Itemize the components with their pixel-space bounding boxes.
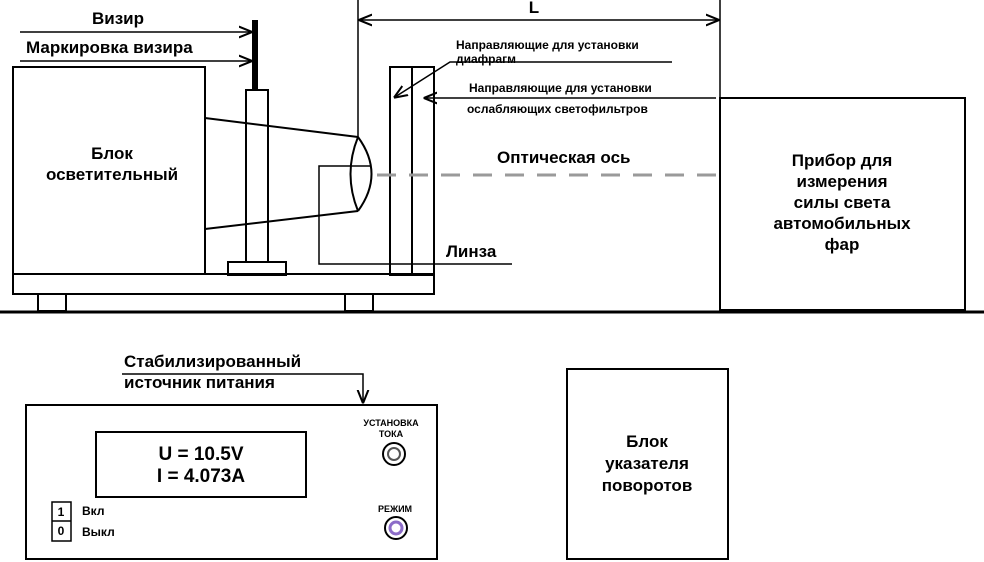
marking-label: Маркировка визира (26, 38, 193, 57)
power-source-callout: Стабилизированный источник питания (122, 352, 363, 402)
dimension-l: L (357, 0, 721, 137)
switch-off-symbol: 0 (58, 524, 65, 538)
turn-block-label-1: Блок (626, 432, 668, 451)
power-display (95, 431, 307, 498)
power-source-label-2: источник питания (124, 373, 275, 392)
switch-off-label: Выкл (82, 525, 115, 539)
illuminator-label-2: осветительный (46, 165, 178, 184)
light-cone (204, 117, 359, 230)
measurement-device: Прибор для измерения силы света автомоби… (719, 97, 966, 311)
vizir-post (227, 20, 287, 276)
lens-leader (318, 165, 512, 265)
filter-guides-label-1: Направляющие для установки (469, 81, 652, 95)
power-supply: U = 10.5V I = 4.073A УСТАНОВКА ТОКА РЕЖИ… (25, 404, 438, 560)
diaphragm-guides-label-1: Направляющие для установки (456, 38, 639, 52)
vizir-callout: Визир (20, 9, 251, 32)
meter-label-5: фар (825, 235, 860, 254)
switch-on-symbol: 1 (58, 505, 65, 519)
meter-label-2: измерения (797, 172, 888, 191)
guide-holders (389, 66, 435, 276)
diaphragm-guides-callout: Направляющие для установки диафрагм (395, 38, 672, 97)
current-set-label-2: ТОКА (379, 429, 404, 439)
illuminator-label-1: Блок (91, 144, 133, 163)
dimension-label: L (529, 0, 539, 17)
power-source-label-1: Стабилизированный (124, 352, 301, 371)
power-switch[interactable] (51, 501, 72, 542)
optical-axis-label: Оптическая ось (497, 148, 631, 167)
illuminator-block: Блок осветительный (12, 66, 206, 275)
lens (349, 136, 373, 212)
current-readout: I = 4.073A (157, 466, 245, 487)
meter-label-3: силы света (794, 193, 891, 212)
mode-label: РЕЖИМ (378, 504, 412, 514)
switch-on-label: Вкл (82, 504, 104, 518)
vizir-label: Визир (92, 9, 144, 28)
lens-label: Линза (446, 242, 497, 261)
turn-signal-block: Блок указателя поворотов (566, 368, 729, 560)
current-set-knob[interactable] (382, 442, 406, 466)
turn-block-label-2: указателя (605, 454, 689, 473)
base-rail (12, 273, 435, 312)
diaphragm-guides-label-2: диафрагм (456, 52, 516, 66)
filter-guides-callout: Направляющие для установки ослабляющих с… (425, 81, 716, 116)
marking-callout: Маркировка визира (20, 38, 251, 61)
turn-block-label-3: поворотов (602, 476, 693, 495)
current-set-label-1: УСТАНОВКА (363, 418, 419, 428)
mode-knob[interactable] (384, 516, 408, 540)
filter-guides-label-2: ослабляющих светофильтров (467, 102, 648, 116)
meter-label-4: автомобильных (773, 214, 911, 233)
voltage-readout: U = 10.5V (158, 444, 243, 465)
meter-label-1: Прибор для (792, 151, 893, 170)
